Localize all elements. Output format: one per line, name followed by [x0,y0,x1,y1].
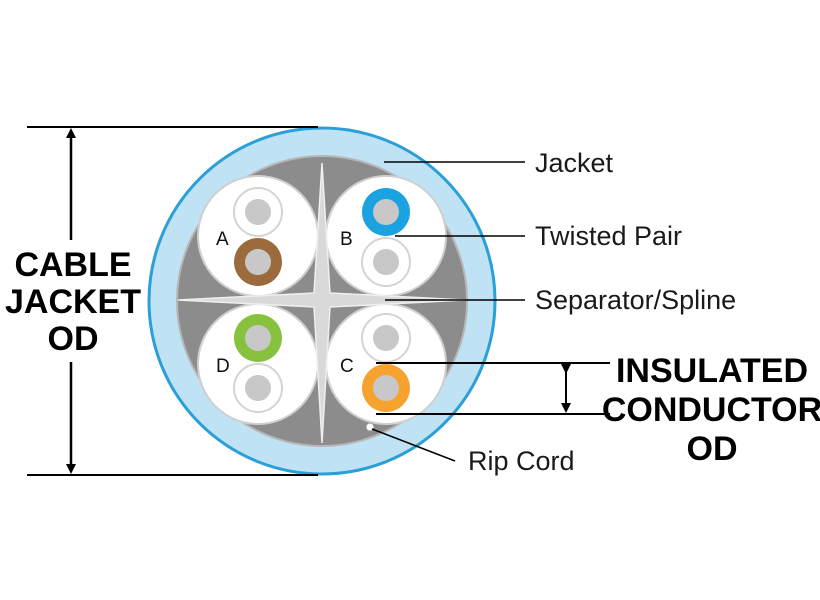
insulated-conductor-od-line-3: OD [687,430,738,468]
cable-jacket-od-line-1: CABLE [14,246,131,284]
insulated-conductor-od-line-1: INSULATED [616,352,808,390]
separator-spline-label: Separator/Spline [535,285,736,315]
pair-label-a: A [216,229,229,250]
separator-spline [177,162,467,444]
twisted-pair-a: A [197,175,319,297]
cable-jacket-od-line-3: OD [48,320,99,358]
pair-label-d: D [216,356,230,377]
rip-cord-label: Rip Cord [468,446,575,476]
insulated-conductor-od-line-2: CONDUCTOR [602,391,820,429]
jacket-label: Jacket [535,148,614,178]
twisted-pair-label: Twisted Pair [535,221,682,251]
cable-jacket-od-line-2: JACKET [5,283,141,321]
twisted-pair-c: C [325,303,447,425]
pair-label-b: B [340,229,353,250]
twisted-pair-b: B [325,175,447,297]
pair-label-c: C [340,356,354,377]
twisted-pair-d: D [197,303,319,425]
rip-cord-leader-line [371,428,456,462]
